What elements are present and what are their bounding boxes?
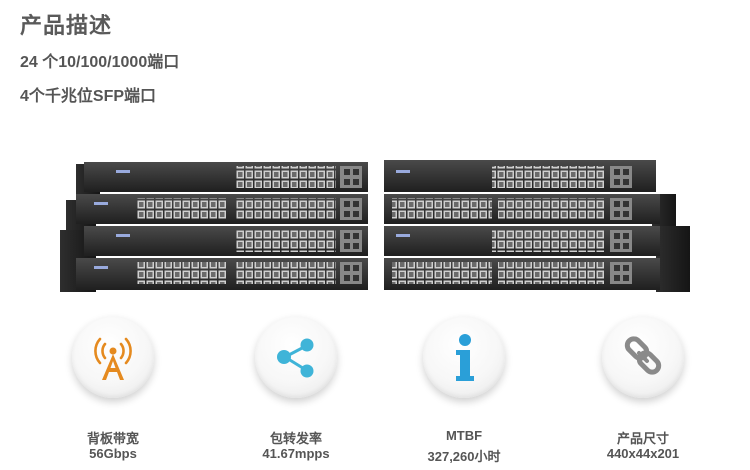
feature-label: 背板带宽 (86, 431, 139, 446)
sfp-spec-line: 4个千兆位SFP端口 (20, 88, 157, 105)
info-icon (456, 334, 474, 381)
antenna-tower-icon (94, 337, 132, 380)
left-switch-stack (60, 162, 368, 292)
feature-icon-circle (72, 316, 154, 398)
feature-mtbf: MTBF 327,260小时 (393, 310, 533, 470)
share-icon (277, 338, 314, 378)
feature-row: 背板带宽 56Gbps 包转发率 41.67mpps MTBF 3 (0, 310, 750, 470)
feature-icon-circle (423, 316, 505, 398)
feature-label: 包转发率 (269, 431, 322, 446)
feature-icon-circle (602, 316, 684, 398)
feature-icon-circle (255, 316, 337, 398)
chain-link-icon (624, 336, 662, 375)
feature-value: 56Gbps (89, 446, 137, 461)
feature-backplane-bandwidth: 背板带宽 56Gbps (42, 310, 182, 470)
feature-dimensions: 产品尺寸 440x44x201 (572, 310, 712, 470)
feature-value: 440x44x201 (606, 446, 680, 461)
feature-value: 327,260小时 (427, 449, 501, 464)
switch-stack-image (60, 160, 690, 292)
right-switch-stack (384, 160, 690, 292)
feature-label: MTBF (445, 428, 483, 443)
feature-label: 产品尺寸 (616, 431, 669, 446)
page-title: 产品描述 (20, 13, 113, 38)
port-spec-line: 24 个10/100/1000端口 (20, 54, 180, 71)
feature-value: 41.67mpps (262, 446, 330, 461)
feature-forwarding-rate: 包转发率 41.67mpps (225, 310, 365, 470)
